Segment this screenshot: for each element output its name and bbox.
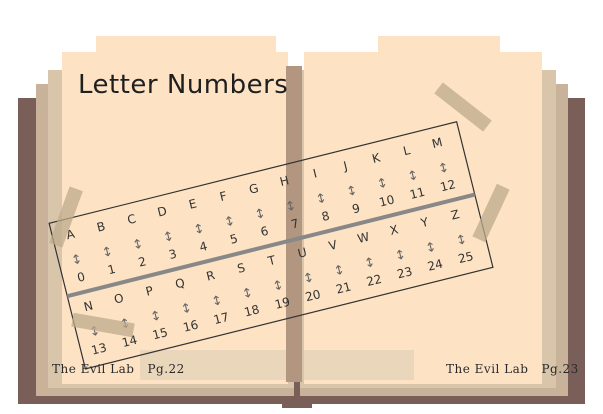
top-row-arrow-icon: ↕ (161, 229, 175, 246)
footer-right-page: Pg.23 (541, 362, 579, 376)
bottom-row-arrow-icon: ↕ (179, 301, 193, 318)
footer-right: The Evil Lab Pg.23 (446, 362, 579, 376)
top-row-letter-c: C (126, 211, 138, 227)
bottom-row-arrow-icon: ↕ (393, 247, 407, 264)
bottom-row-arrow-icon: ↕ (454, 232, 468, 249)
bottom-row-arrow-icon: ↕ (149, 308, 163, 325)
top-row-arrow-icon: ↕ (284, 198, 298, 215)
bottom-row-letter-q: Q (174, 276, 187, 292)
page-title: Letter Numbers (78, 70, 289, 100)
top-row-arrow-icon: ↕ (70, 252, 84, 269)
bottom-row-number-18: 18 (243, 302, 261, 319)
top-row-number-4: 4 (198, 239, 209, 254)
top-row-number-2: 2 (137, 254, 148, 269)
bottom-row-letter-p: P (144, 283, 154, 298)
top-row-letter-b: B (95, 219, 106, 235)
top-row-letter-j: J (341, 159, 349, 174)
top-row-arrow-icon: ↕ (437, 160, 451, 177)
bottom-row-number-14: 14 (120, 333, 138, 350)
top-row-letter-k: K (371, 150, 383, 166)
bottom-row-number-22: 22 (365, 272, 383, 289)
bottom-row-arrow-icon: ↕ (210, 293, 224, 310)
strip-divider (66, 192, 476, 299)
footer-left: The Evil Lab Pg.22 (52, 362, 185, 376)
bottom-row-letter-r: R (205, 268, 216, 284)
top-row-letter-d: D (156, 204, 168, 220)
bottom-row-letter-u: U (296, 245, 308, 261)
bottom-row-letter-s: S (236, 261, 247, 276)
top-row-number-12: 12 (439, 177, 457, 194)
top-row-number-8: 8 (320, 209, 331, 224)
bottom-row-number-19: 19 (273, 295, 291, 312)
bottom-row-letter-v: V (327, 237, 339, 253)
bottom-row-number-17: 17 (212, 310, 230, 327)
bottom-row-arrow-icon: ↕ (271, 278, 285, 295)
top-row-number-0: 0 (76, 270, 87, 285)
top-row-arrow-icon: ↕ (375, 175, 389, 192)
top-row-arrow-icon: ↕ (345, 183, 359, 200)
bottom-row-letter-z: Z (449, 207, 460, 223)
bottom-row-number-23: 23 (396, 264, 414, 281)
bottom-row-arrow-icon: ↕ (332, 262, 346, 279)
top-row-number-5: 5 (229, 231, 240, 246)
top-row-letter-i: I (312, 166, 319, 180)
top-row-letter-e: E (187, 196, 198, 211)
bottom-row-number-13: 13 (90, 340, 108, 357)
bottom-row-letter-n: N (82, 298, 94, 314)
top-row-number-7: 7 (290, 216, 301, 231)
bottom-row-number-25: 25 (457, 249, 475, 266)
bottom-row-arrow-icon: ↕ (424, 240, 438, 257)
top-row-number-9: 9 (351, 201, 362, 216)
right-page (304, 52, 542, 384)
bottom-row-letter-y: Y (418, 215, 430, 231)
left-page-top-tab (96, 36, 276, 56)
book-gutter (286, 66, 302, 382)
bottom-row-number-15: 15 (151, 325, 169, 342)
bottom-row-number-20: 20 (304, 287, 322, 304)
bottom-row-arrow-icon: ↕ (240, 285, 254, 302)
top-row-arrow-icon: ↕ (131, 236, 145, 253)
top-row-arrow-icon: ↕ (253, 206, 267, 223)
top-row-arrow-icon: ↕ (223, 214, 237, 231)
bottom-row-letter-w: W (356, 229, 371, 245)
top-row-letter-g: G (248, 181, 260, 197)
top-row-arrow-icon: ↕ (314, 191, 328, 208)
top-row-number-6: 6 (259, 224, 270, 239)
bottom-row-letter-t: T (266, 253, 278, 269)
right-page-top-tab (378, 36, 500, 56)
right-page-bottom-block (304, 350, 414, 380)
bottom-row-number-24: 24 (426, 257, 444, 274)
bottom-row-letter-o: O (113, 291, 126, 307)
top-row-letter-l: L (402, 143, 412, 158)
top-row-number-1: 1 (106, 262, 117, 277)
top-row-number-3: 3 (167, 247, 178, 262)
footer-left-page: Pg.22 (147, 362, 185, 376)
footer-left-brand: The Evil Lab (52, 362, 135, 376)
top-row-letter-h: H (278, 173, 290, 189)
top-row-number-10: 10 (378, 192, 396, 209)
top-row-arrow-icon: ↕ (406, 168, 420, 185)
top-row-letter-m: M (431, 135, 444, 151)
footer-right-brand: The Evil Lab (446, 362, 529, 376)
bottom-row-arrow-icon: ↕ (363, 255, 377, 272)
bottom-row-number-16: 16 (182, 318, 200, 335)
top-row-arrow-icon: ↕ (192, 221, 206, 238)
bottom-row-letter-x: X (388, 222, 399, 238)
top-row-arrow-icon: ↕ (100, 244, 114, 261)
left-page-bottom-block (140, 350, 288, 380)
top-row-letter-f: F (218, 189, 228, 204)
top-row-number-11: 11 (408, 185, 426, 202)
bottom-row-number-21: 21 (334, 279, 352, 296)
bottom-row-arrow-icon: ↕ (302, 270, 316, 287)
